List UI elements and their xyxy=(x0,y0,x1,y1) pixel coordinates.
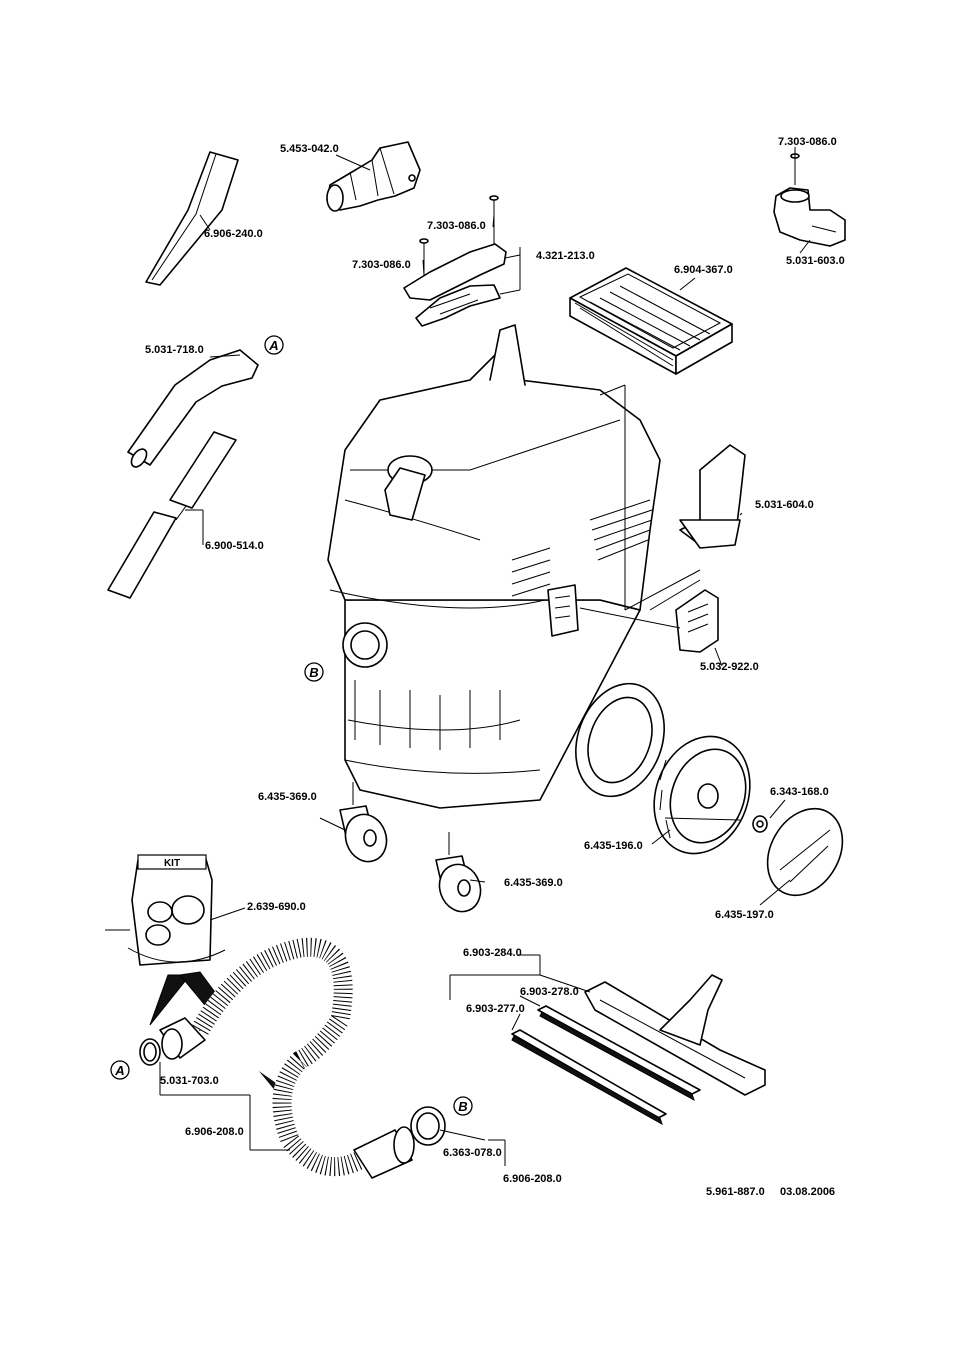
part-number-4321213: 4.321-213.0 xyxy=(536,250,595,262)
hose-adapter-drawing xyxy=(139,1017,206,1066)
part-number-6435197: 6.435-197.0 xyxy=(715,909,774,921)
svg-text:B: B xyxy=(458,1099,467,1114)
extension-tubes-drawing xyxy=(107,431,237,599)
svg-text:B: B xyxy=(309,665,318,680)
rubber-strip-drawing xyxy=(511,1029,667,1126)
part-number-6343168: 6.343-168.0 xyxy=(770,786,829,798)
part-number-5031718: 5.031-718.0 xyxy=(145,344,204,356)
hose-bracket-drawing xyxy=(773,187,846,247)
suction-bend-drawing xyxy=(127,349,259,468)
screw-drawing-top xyxy=(489,195,499,245)
part-number-6903284: 6.903-284.0 xyxy=(463,947,522,959)
part-number-6363078: 6.363-078.0 xyxy=(443,1147,502,1159)
marker-b-hose: B xyxy=(453,1096,473,1116)
leader-lines xyxy=(105,147,811,1166)
part-number-6906240: 6.906-240.0 xyxy=(204,228,263,240)
brush-strip-drawing xyxy=(537,1005,701,1102)
kit-label: KIT xyxy=(164,858,180,869)
marker-b-body: B xyxy=(304,662,324,682)
part-number-5031603: 5.031-603.0 xyxy=(786,255,845,267)
part-number-7303086-a: 7.303-086.0 xyxy=(427,220,486,232)
part-number-2639690: 2.639-690.0 xyxy=(247,901,306,913)
wheel-washer-drawing xyxy=(752,815,768,833)
part-number-5453042: 5.453-042.0 xyxy=(280,143,339,155)
marker-a-top: A xyxy=(264,335,284,355)
part-number-6903277: 6.903-277.0 xyxy=(466,1003,525,1015)
document-date: 03.08.2006 xyxy=(780,1186,835,1198)
part-number-6906208-a: 6.906-208.0 xyxy=(185,1126,244,1138)
part-number-6904367: 6.904-367.0 xyxy=(674,264,733,276)
part-number-5032922: 5.032-922.0 xyxy=(700,661,759,673)
hubcap-drawing xyxy=(766,807,844,897)
caster-drawing-right xyxy=(435,832,482,913)
crevice-nozzle-drawing xyxy=(145,151,239,286)
handle-drawing xyxy=(403,243,507,327)
floor-nozzle-drawing xyxy=(584,974,766,1096)
flat-filter-drawing xyxy=(569,267,733,375)
accessory-holder-drawing xyxy=(679,444,746,549)
part-number-6903278: 6.903-278.0 xyxy=(520,986,579,998)
part-number-7303086-c: 7.303-086.0 xyxy=(778,136,837,148)
side-cover-drawing xyxy=(675,589,719,653)
part-number-6435369-b: 6.435-369.0 xyxy=(504,877,563,889)
svg-text:A: A xyxy=(268,338,278,353)
part-number-6435196: 6.435-196.0 xyxy=(584,840,643,852)
part-number-5031703: 5.031-703.0 xyxy=(160,1075,219,1087)
seal-ring-drawing xyxy=(410,1106,446,1146)
kit-bag-drawing xyxy=(127,855,226,966)
kit-header-box xyxy=(137,854,207,870)
svg-text:A: A xyxy=(114,1063,124,1078)
part-number-6906208-b: 6.906-208.0 xyxy=(503,1173,562,1185)
vacuum-cleaner-body-drawing xyxy=(327,324,665,809)
document-number: 5.961-887.0 xyxy=(706,1186,765,1198)
part-number-6900514: 6.900-514.0 xyxy=(205,540,264,552)
marker-a-hose: A xyxy=(110,1060,130,1080)
part-number-7303086-b: 7.303-086.0 xyxy=(352,259,411,271)
adapter-cone-drawing xyxy=(326,141,421,212)
part-number-6435369-a: 6.435-369.0 xyxy=(258,791,317,803)
suction-hose-drawing xyxy=(191,937,415,1179)
caster-drawing-left xyxy=(339,782,388,863)
part-number-5031604: 5.031-604.0 xyxy=(755,499,814,511)
